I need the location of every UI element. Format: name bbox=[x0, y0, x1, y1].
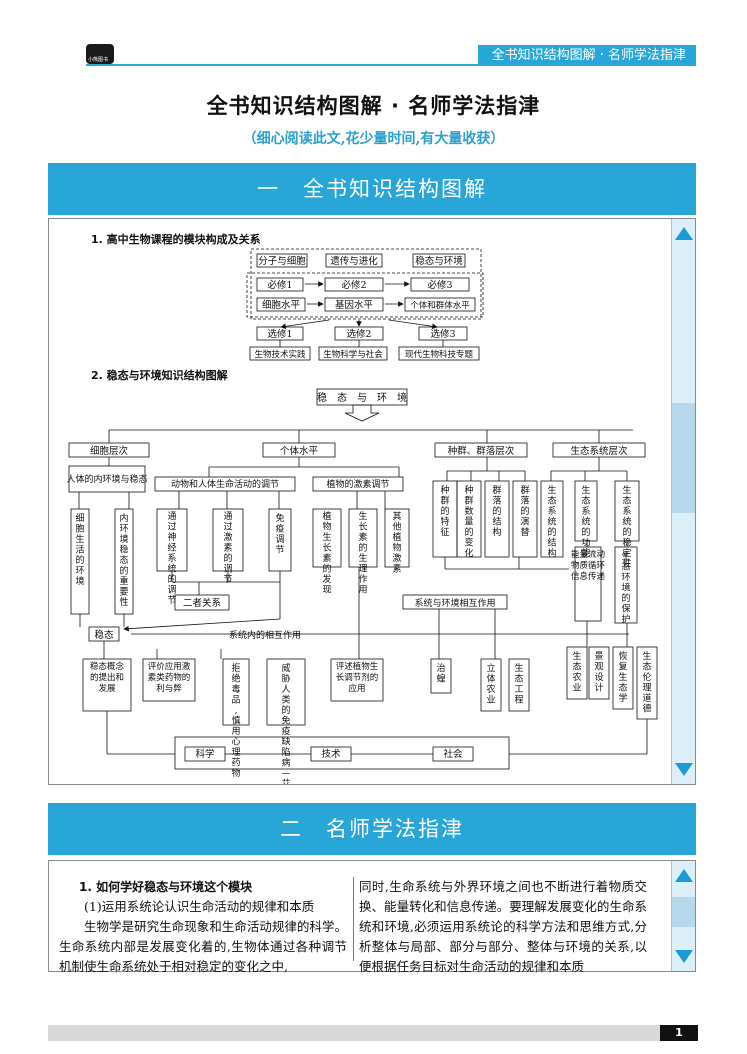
method-subheading: (1)运用系统论认识生命活动的规律和本质 bbox=[84, 899, 315, 914]
diagram-scrollbar[interactable] bbox=[671, 219, 695, 784]
elective-topic-2: 生物科学与社会 bbox=[323, 349, 383, 360]
text-scroll-thumb[interactable] bbox=[672, 897, 695, 927]
vt-eco-protection: 生态环境的保护 bbox=[621, 550, 630, 625]
diagram-2-heading: 2. 稳态与环境知识结构图解 bbox=[91, 368, 228, 382]
method-heading: 1. 如何学好稳态与环境这个模块 bbox=[79, 880, 253, 894]
vt-other-hormones: 其他植物激素 bbox=[392, 511, 401, 575]
vt-population-change: 种群数量的变化 bbox=[464, 484, 473, 559]
required-1: 必修1 bbox=[267, 279, 292, 291]
level-individual-node: 个体水平 bbox=[280, 445, 319, 457]
relation-node: 二者关系 bbox=[183, 597, 221, 609]
logo-text: 小熊图书 bbox=[88, 57, 109, 63]
module-molecule-cell: 分子与细胞 bbox=[258, 255, 306, 267]
knowledge-diagram: 1. 高中生物课程的模块构成及关系 分子与细胞 遗传与进化 稳态与环境 必修1 … bbox=[66, 232, 658, 784]
vt-landscape: 景观设计 bbox=[594, 651, 603, 694]
plant-hormone-node: 植物的激素调节 bbox=[326, 478, 389, 490]
vertical-text-group: 细胞生活的环境 内环境稳态的重要性 通过神经系统的调节 通过激素的调节 免疫调节 植物生长… bbox=[75, 484, 651, 784]
inner-env-node: 人体的内环境与稳态 bbox=[66, 473, 147, 485]
vt-community-structure: 群落的结构 bbox=[492, 484, 501, 538]
vt-eco-engineering: 生态工程 bbox=[514, 662, 523, 706]
vt-reject-drugs: 拒绝毒品,慎用心理药物 bbox=[231, 662, 240, 779]
elective-1: 选修1 bbox=[267, 328, 292, 340]
vt-cell-env: 细胞生活的环境 bbox=[75, 512, 84, 587]
bottom-technology: 技术 bbox=[321, 748, 341, 760]
system-inner-interaction: 系统内的相互作用 bbox=[229, 629, 301, 641]
bottom-society: 社会 bbox=[443, 748, 463, 760]
system-env-interaction: 系统与环境相互作用 bbox=[414, 597, 495, 609]
level-cell-node: 细胞层次 bbox=[90, 445, 129, 457]
elective-topic-1: 生物技术实践 bbox=[254, 349, 306, 360]
vt-3d-agriculture: 立体农业 bbox=[486, 662, 495, 706]
vt-aids: 威胁人类的免疫缺陷病—艾滋病 bbox=[281, 662, 290, 784]
box-eval-hormone: 评价应用激素类药物的利与弊 bbox=[148, 661, 191, 694]
vt-auxin-function: 生长素的生理作用 bbox=[358, 510, 367, 596]
page-number: 1 bbox=[660, 1025, 698, 1041]
header-tag: 全书知识结构图解 · 名师学法指津 bbox=[477, 45, 696, 66]
text-scroll-down-arrow-icon[interactable] bbox=[675, 950, 693, 963]
text-panel[interactable]: 1. 如何学好稳态与环境这个模块 (1)运用系统论认识生命活动的规律和本质 生物… bbox=[48, 860, 696, 974]
diagram-1-heading: 1. 高中生物课程的模块构成及关系 bbox=[91, 232, 261, 246]
required-3: 必修3 bbox=[427, 279, 452, 291]
scroll-up-arrow-icon[interactable] bbox=[675, 227, 693, 240]
vt-auxin-discovery: 植物生长素的发现 bbox=[322, 510, 331, 596]
vt-eco-agriculture: 生态农业 bbox=[572, 650, 581, 694]
footer-bar bbox=[48, 1025, 698, 1041]
page-subtitle: （细心阅读此文,花少量时间,有大量收获） bbox=[242, 131, 505, 147]
vt-eco-structure: 生态系统的结构 bbox=[547, 484, 556, 559]
section-2-header: 二 名师学法指津 bbox=[48, 803, 696, 855]
box-plant-regulator: 评述植物生长调节剂的应用 bbox=[336, 661, 379, 694]
page-title: 全书知识结构图解 · 名师学法指津 bbox=[206, 94, 541, 118]
vt-eco-function: 生态系统的功能 bbox=[581, 484, 590, 559]
header-rule bbox=[86, 64, 696, 66]
vt-hormone-reg: 通过激素的调节 bbox=[223, 511, 232, 585]
scroll-down-arrow-icon[interactable] bbox=[675, 763, 693, 776]
required-2: 必修2 bbox=[341, 279, 366, 291]
column-divider bbox=[353, 877, 354, 961]
text-column-right: 同时,生命系统与外界环境之间也不断进行着物质交换、能量转化和信息传递。要理解发展… bbox=[359, 877, 647, 977]
homeostasis-node: 稳态 bbox=[94, 629, 114, 641]
diagram-scroll-thumb[interactable] bbox=[672, 403, 695, 513]
text-scroll-up-arrow-icon[interactable] bbox=[675, 869, 693, 882]
vt-eco-ethics: 生态伦理道德 bbox=[642, 650, 651, 715]
publisher-logo: 小熊图书 bbox=[86, 44, 114, 64]
text-scrollbar[interactable] bbox=[671, 861, 695, 971]
level-ecosystem-node: 生态系统层次 bbox=[570, 445, 628, 457]
box-concept: 稳态概念的提出和发展 bbox=[90, 661, 125, 694]
module-genetics: 遗传与进化 bbox=[330, 255, 378, 267]
text-column-left: 1. 如何学好稳态与环境这个模块 (1)运用系统论认识生命活动的规律和本质 生物… bbox=[59, 877, 347, 977]
diagram-panel[interactable]: 1. 高中生物课程的模块构成及关系 分子与细胞 遗传与进化 稳态与环境 必修1 … bbox=[48, 218, 696, 785]
elective-2: 选修2 bbox=[346, 328, 371, 340]
vt-locust: 治蝗 bbox=[436, 662, 445, 685]
vt-inner-importance: 内环境稳态的重要性 bbox=[119, 512, 128, 608]
root-node: 稳 态 与 环 境 bbox=[317, 391, 407, 404]
vt-eco-stability: 生态系统的稳定性 bbox=[622, 484, 631, 570]
method-paragraph-right: 同时,生命系统与外界环境之间也不断进行着物质交换、能量转化和信息传递。要理解发展… bbox=[359, 879, 647, 974]
level-gene: 基因水平 bbox=[335, 299, 374, 311]
vt-immune-reg: 免疫调节 bbox=[275, 512, 284, 556]
bottom-science: 科学 bbox=[195, 748, 214, 760]
vt-population-feature: 种群的特征 bbox=[440, 484, 449, 538]
level-individual-group: 个体和群体水平 bbox=[410, 300, 470, 311]
vt-succession: 群落的演替 bbox=[520, 484, 529, 538]
level-cell: 细胞水平 bbox=[262, 299, 301, 311]
vt-nerve-reg: 通过神经系统的调节 bbox=[167, 511, 176, 606]
section-1-header: 一 全书知识结构图解 bbox=[48, 163, 696, 215]
method-paragraph-left: 生物学是研究生命现象和生命活动规律的科学。生命系统内部是发展变化着的,生物体通过… bbox=[59, 919, 347, 974]
box-energy-flow: 能量流动物质循环信息传递 bbox=[571, 549, 606, 582]
animal-regulation-node: 动物和人体生命活动的调节 bbox=[171, 478, 279, 490]
vt-restoration: 恢复生态学 bbox=[618, 650, 627, 704]
elective-3: 选修3 bbox=[430, 328, 455, 340]
level-population-node: 种群、群落层次 bbox=[448, 445, 515, 457]
elective-topic-3: 现代生物科技专题 bbox=[405, 349, 474, 360]
module-homeostasis: 稳态与环境 bbox=[415, 255, 463, 267]
